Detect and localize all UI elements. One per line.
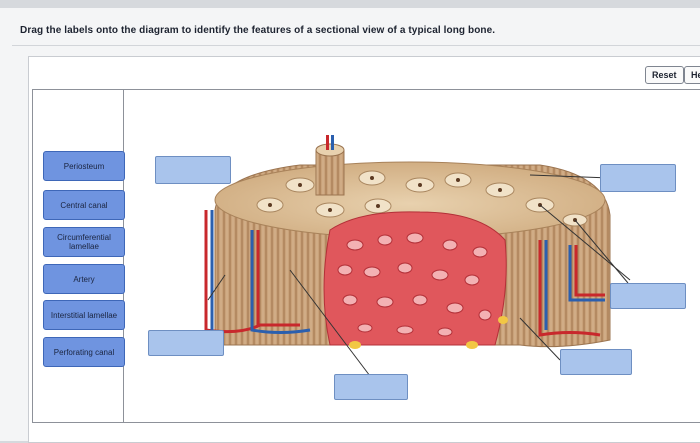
reset-button[interactable]: Reset xyxy=(645,66,684,84)
instruction-text: Drag the labels onto the diagram to iden… xyxy=(20,25,496,36)
osteons xyxy=(256,170,588,227)
drop-target-6[interactable] xyxy=(334,374,408,400)
label-periosteum[interactable]: Periosteum xyxy=(43,151,125,181)
label-central-canal[interactable]: Central canal xyxy=(43,190,125,220)
divider xyxy=(12,45,700,46)
label-circumferential-lamellae[interactable]: Circumferential lamellae xyxy=(43,227,125,257)
label-interstitial-lamellae[interactable]: Interstitial lamellae xyxy=(43,300,125,330)
drop-target-4[interactable] xyxy=(148,330,224,356)
drop-target-2[interactable] xyxy=(600,164,676,192)
drop-target-3[interactable] xyxy=(610,283,686,309)
drop-target-1[interactable] xyxy=(155,156,231,184)
label-artery[interactable]: Artery xyxy=(43,264,125,294)
label-perforating-canal[interactable]: Perforating canal xyxy=(43,337,125,367)
leader-lines xyxy=(207,174,631,377)
drop-target-5[interactable] xyxy=(560,349,632,375)
help-button[interactable]: He xyxy=(684,66,700,84)
osteon-column xyxy=(315,149,345,196)
trabeculae-holes xyxy=(337,232,492,337)
